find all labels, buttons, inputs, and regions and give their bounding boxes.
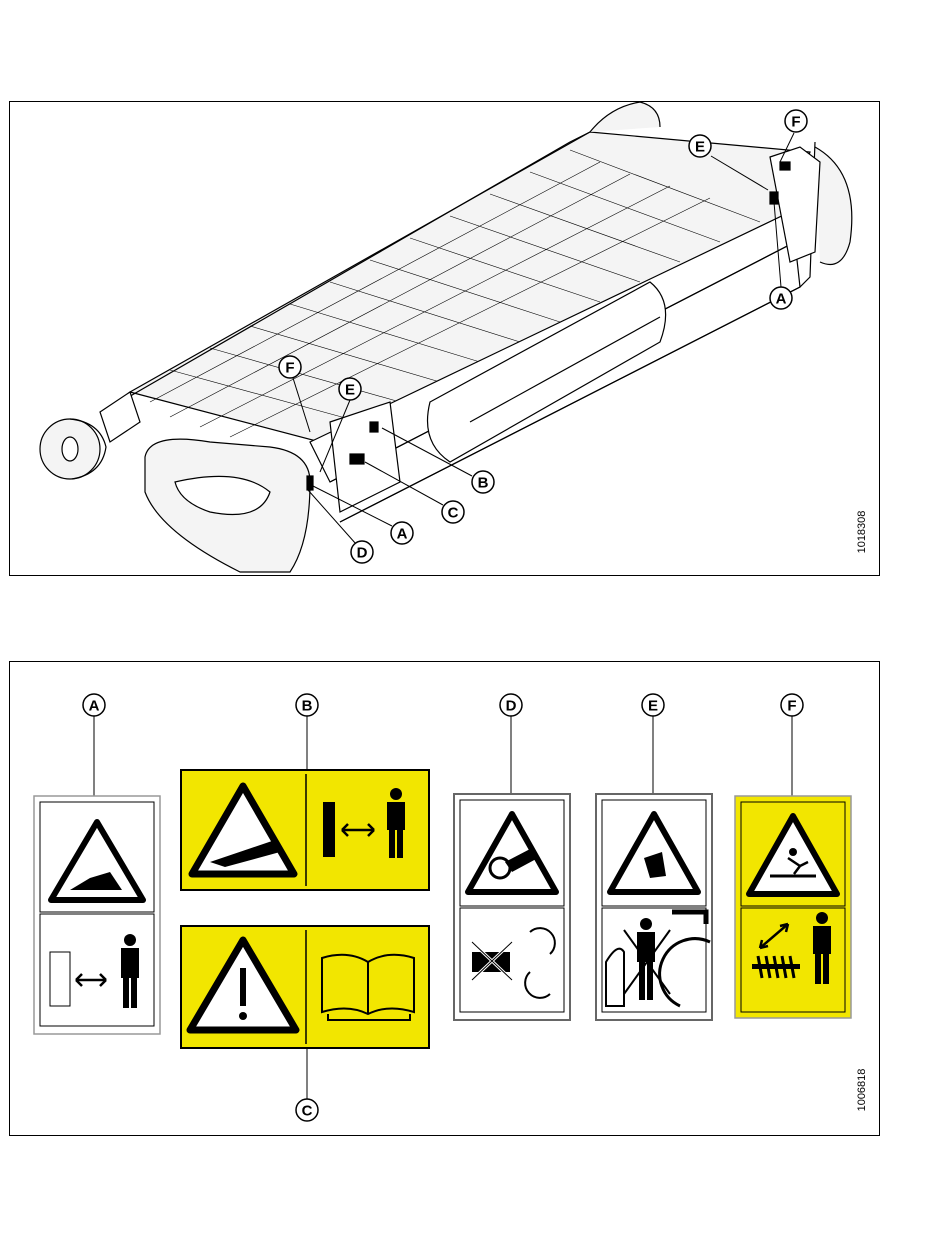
callout-d: D: [351, 541, 373, 563]
header-machine-drawing: [40, 102, 852, 572]
callout-f-right: F: [785, 110, 807, 132]
svg-text:F: F: [285, 360, 294, 377]
svg-text:E: E: [345, 382, 355, 399]
decal-b-location: [370, 422, 378, 432]
svg-text:A: A: [397, 526, 408, 543]
callout-a: A: [83, 694, 105, 716]
callout-f: F: [781, 694, 803, 716]
svg-text:B: B: [302, 698, 313, 715]
callout-a-right: A: [770, 287, 792, 309]
callout-e-right: E: [689, 135, 711, 157]
decal-f-right-location: [780, 162, 790, 170]
callout-e: E: [642, 694, 664, 716]
decal-c-location: [350, 454, 364, 464]
callout-c: C: [442, 501, 464, 523]
machine-illustration: A E F F E B C A: [10, 102, 879, 575]
machine-overview-figure: A E F F E B C A: [9, 101, 880, 576]
decal-b: [181, 770, 429, 890]
machine-block-icon: [50, 952, 70, 1006]
svg-text:F: F: [791, 114, 800, 131]
callout-e-left: E: [339, 378, 361, 400]
figure-number: 1018308: [856, 511, 868, 554]
safety-decals-figure: A B D E F C: [9, 661, 880, 1136]
svg-text:C: C: [448, 505, 459, 522]
callout-d: D: [500, 694, 522, 716]
svg-text:A: A: [89, 698, 100, 715]
machine-block-icon: [323, 802, 335, 857]
svg-text:E: E: [695, 139, 705, 156]
decal-f: [735, 796, 851, 1018]
svg-text:F: F: [787, 698, 796, 715]
figure-number: 1006818: [856, 1069, 868, 1112]
decal-e: [596, 794, 712, 1020]
decal-a: [34, 796, 160, 1034]
svg-text:D: D: [506, 698, 517, 715]
decal-a-left-location: [307, 476, 313, 490]
callout-b: B: [472, 471, 494, 493]
svg-text:B: B: [478, 475, 489, 492]
callout-c: C: [296, 1099, 318, 1121]
svg-text:E: E: [648, 698, 658, 715]
svg-text:A: A: [776, 291, 787, 308]
falling-person-icon: [789, 848, 797, 856]
svg-text:D: D: [357, 545, 368, 562]
callout-f-left: F: [279, 356, 301, 378]
decals-illustration: A B D E F C: [10, 662, 879, 1135]
decal-c: [181, 926, 429, 1048]
exclamation-icon: [240, 968, 246, 1006]
svg-text:C: C: [302, 1103, 313, 1120]
callout-a-left: A: [391, 522, 413, 544]
callout-b: B: [296, 694, 318, 716]
decal-d: [454, 794, 570, 1020]
